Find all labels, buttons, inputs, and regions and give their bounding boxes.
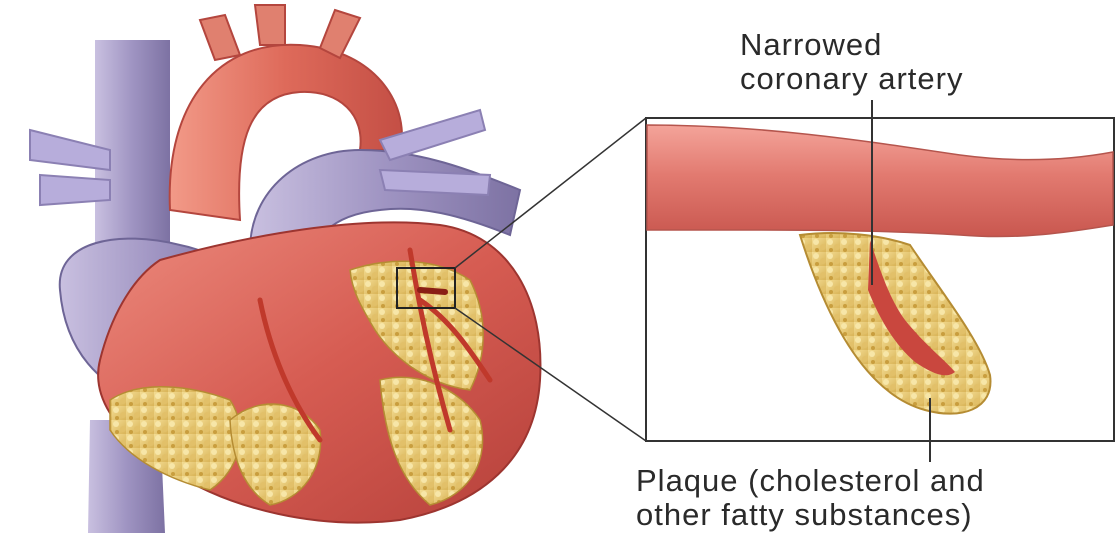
heart-illustration: [30, 5, 540, 533]
narrowed-label-line1: Narrowed: [740, 28, 963, 62]
plaque-label-line1: Plaque (cholesterol and: [636, 464, 985, 498]
narrowed-artery-label: Narrowed coronary artery: [740, 28, 963, 96]
inset-panel: [646, 100, 1114, 462]
plaque-label: Plaque (cholesterol and other fatty subs…: [636, 464, 985, 532]
plaque-label-line2: other fatty substances): [636, 498, 985, 532]
narrowed-label-line2: coronary artery: [740, 62, 963, 96]
